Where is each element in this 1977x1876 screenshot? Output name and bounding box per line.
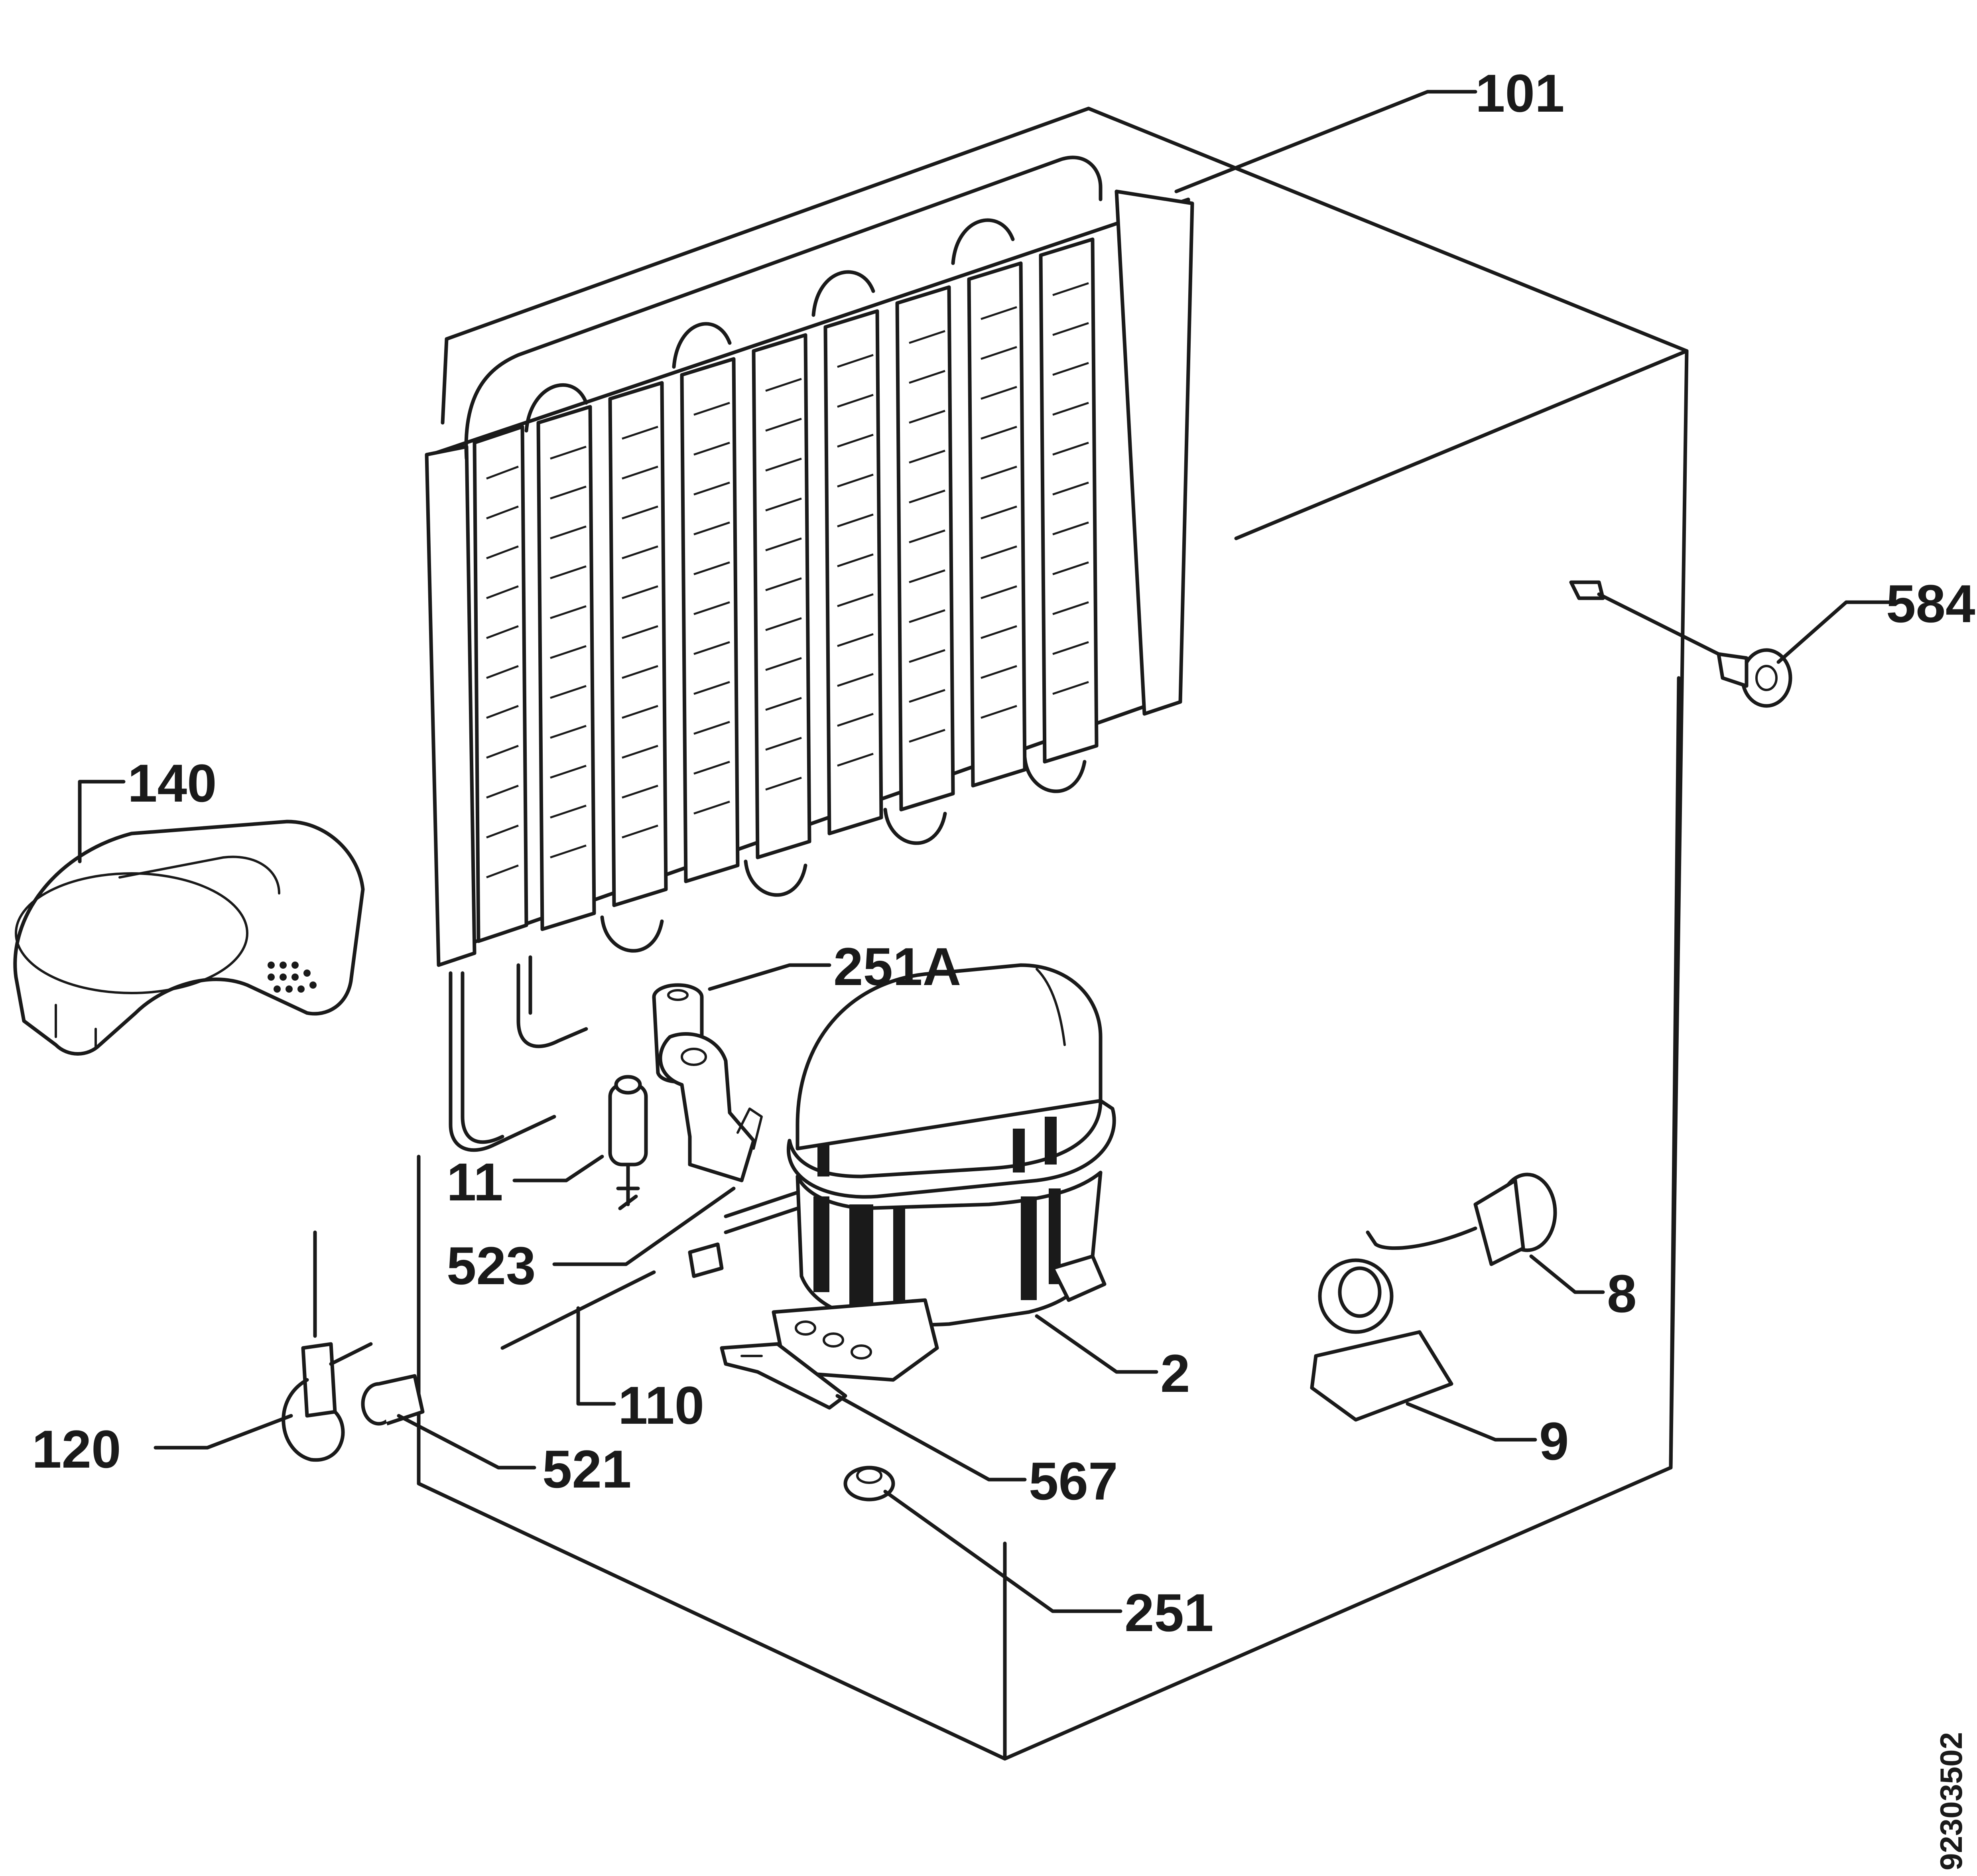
callout-9: 9 bbox=[1539, 1412, 1569, 1471]
drawing-code: 92303502 bbox=[1934, 1732, 1969, 1870]
leader-lines bbox=[78, 90, 1892, 1613]
drip-tray-grid-texture bbox=[268, 962, 317, 993]
callout-251: 251 bbox=[1124, 1583, 1214, 1643]
probe-120 bbox=[282, 1230, 373, 1462]
compressor-2 bbox=[688, 963, 1116, 1382]
condenser-101 bbox=[425, 156, 1194, 1152]
drip-tray-140 bbox=[13, 780, 365, 1056]
starter-8 bbox=[1366, 1172, 1557, 1266]
callout-120: 120 bbox=[32, 1420, 121, 1479]
plug-521 bbox=[361, 1374, 425, 1426]
foot-grommet-251 bbox=[843, 1466, 895, 1502]
callout-251A: 251A bbox=[833, 937, 961, 997]
bracket-523 bbox=[658, 1032, 763, 1182]
callout-567: 567 bbox=[1029, 1452, 1118, 1511]
plate-567 bbox=[720, 1342, 847, 1410]
callout-101: 101 bbox=[1475, 64, 1565, 123]
callout-110: 110 bbox=[618, 1376, 704, 1435]
callout-11: 11 bbox=[447, 1153, 503, 1212]
drier-11 bbox=[608, 1075, 648, 1210]
callout-2: 2 bbox=[1160, 1344, 1190, 1403]
callout-521: 521 bbox=[542, 1440, 632, 1499]
callout-140: 140 bbox=[128, 754, 217, 813]
callout-labels: 101 584 140 251A 11 523 8 2 110 120 521 … bbox=[32, 64, 1975, 1870]
sensor-584 bbox=[1569, 580, 1792, 708]
cabinet-outline bbox=[417, 106, 1689, 1761]
callout-8: 8 bbox=[1607, 1264, 1637, 1324]
overload-9 bbox=[1310, 1258, 1453, 1422]
callout-523: 523 bbox=[447, 1236, 536, 1296]
callout-584: 584 bbox=[1886, 574, 1975, 634]
